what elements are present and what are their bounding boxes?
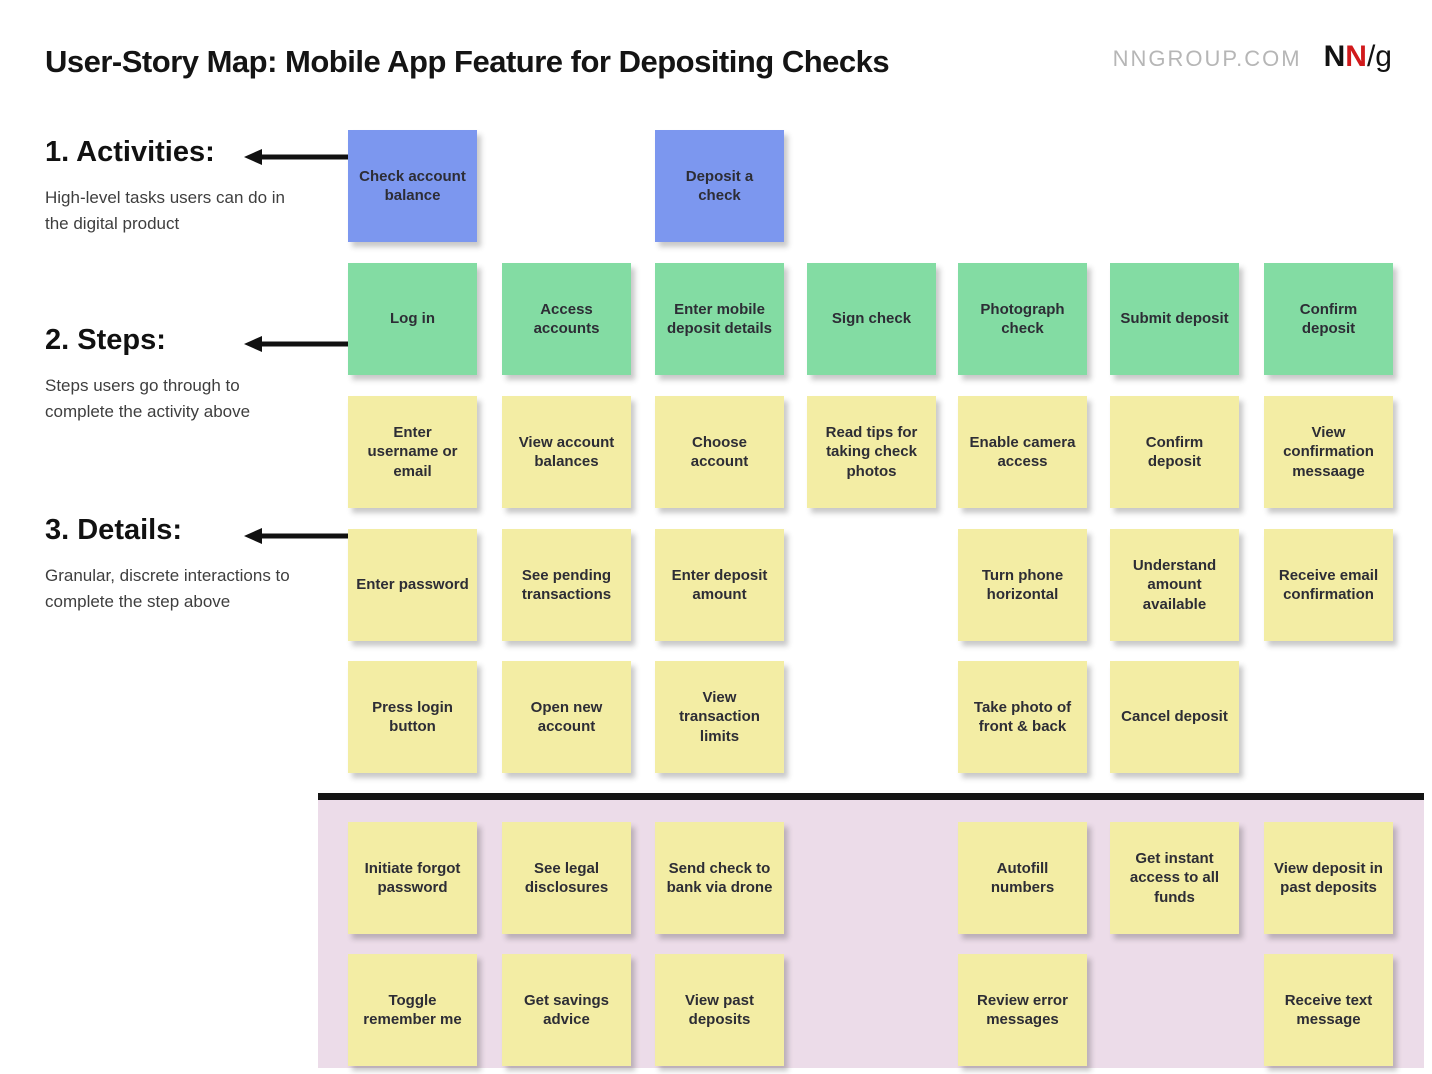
step-card: Confirm deposit xyxy=(1264,263,1393,375)
detail-card: Take photo of front & back xyxy=(958,661,1087,773)
brand-area: NNGROUP.COM NN/g xyxy=(1113,40,1392,74)
detail-card: Enable camera access xyxy=(958,396,1087,508)
backlog-card: Autofill numbers xyxy=(958,822,1087,934)
detail-card: View confirmation messaage xyxy=(1264,396,1393,508)
arrow-activities-icon xyxy=(244,149,350,165)
step-card: Access accounts xyxy=(502,263,631,375)
backlog-card: View past deposits xyxy=(655,954,784,1066)
legend-steps-heading: 2. Steps: xyxy=(45,324,166,356)
activity-card: Check account balance xyxy=(348,130,477,242)
legend-activities: 1. Activities: High-level tasks users ca… xyxy=(45,136,307,238)
logo-slash-g: /g xyxy=(1366,40,1392,73)
legend-steps: 2. Steps: Steps users go through to comp… xyxy=(45,324,307,426)
detail-card: Read tips for taking check photos xyxy=(807,396,936,508)
backlog-card: Receive text message xyxy=(1264,954,1393,1066)
nng-logo: NN/g xyxy=(1324,40,1392,74)
legend-steps-description: Steps users go through to complete the a… xyxy=(45,376,251,422)
detail-card: Understand amount available xyxy=(1110,529,1239,641)
step-card: Photograph check xyxy=(958,263,1087,375)
detail-card: See pending transactions xyxy=(502,529,631,641)
arrow-details-icon xyxy=(244,528,350,544)
backlog-card: Toggle remember me xyxy=(348,954,477,1066)
arrow-steps-icon xyxy=(244,336,350,352)
legend-details: 3. Details: Granular, discrete interacti… xyxy=(45,514,307,616)
step-card: Enter mobile deposit details xyxy=(655,263,784,375)
nngroup-url: NNGROUP.COM xyxy=(1112,46,1302,71)
divider-line xyxy=(318,793,1424,800)
page-title: User-Story Map: Mobile App Feature for D… xyxy=(45,44,890,79)
logo-n-red: N xyxy=(1345,40,1367,73)
detail-card: Enter password xyxy=(348,529,477,641)
detail-card: View transaction limits xyxy=(655,661,784,773)
detail-card: Press login button xyxy=(348,661,477,773)
detail-card: Turn phone horizontal xyxy=(958,529,1087,641)
backlog-card: Send check to bank via drone xyxy=(655,822,784,934)
backlog-card: Review error messages xyxy=(958,954,1087,1066)
backlog-card: View deposit in past deposits xyxy=(1264,822,1393,934)
detail-card: Enter deposit amount xyxy=(655,529,784,641)
backlog-card: See legal disclosures xyxy=(502,822,631,934)
step-card: Submit deposit xyxy=(1110,263,1239,375)
backlog-card: Get savings advice xyxy=(502,954,631,1066)
step-card: Log in xyxy=(348,263,477,375)
backlog-region xyxy=(318,800,1424,1068)
backlog-card: Get instant access to all funds xyxy=(1110,822,1239,934)
detail-card: View account balances xyxy=(502,396,631,508)
detail-card: Cancel deposit xyxy=(1110,661,1239,773)
legend-details-heading: 3. Details: xyxy=(45,514,182,546)
logo-n-black: N xyxy=(1323,40,1346,73)
activity-card: Deposit a check xyxy=(655,130,784,242)
detail-card: Confirm deposit xyxy=(1110,396,1239,508)
step-card: Sign check xyxy=(807,263,936,375)
detail-card: Choose account xyxy=(655,396,784,508)
legend-details-description: Granular, discrete interactions to compl… xyxy=(45,566,290,612)
detail-card: Open new account xyxy=(502,661,631,773)
backlog-card: Initiate forgot password xyxy=(348,822,477,934)
legend-activities-description: High-level tasks users can do in the dig… xyxy=(45,188,286,234)
legend-activities-heading: 1. Activities: xyxy=(45,136,215,168)
detail-card: Receive email confirmation xyxy=(1264,529,1393,641)
detail-card: Enter username or email xyxy=(348,396,477,508)
